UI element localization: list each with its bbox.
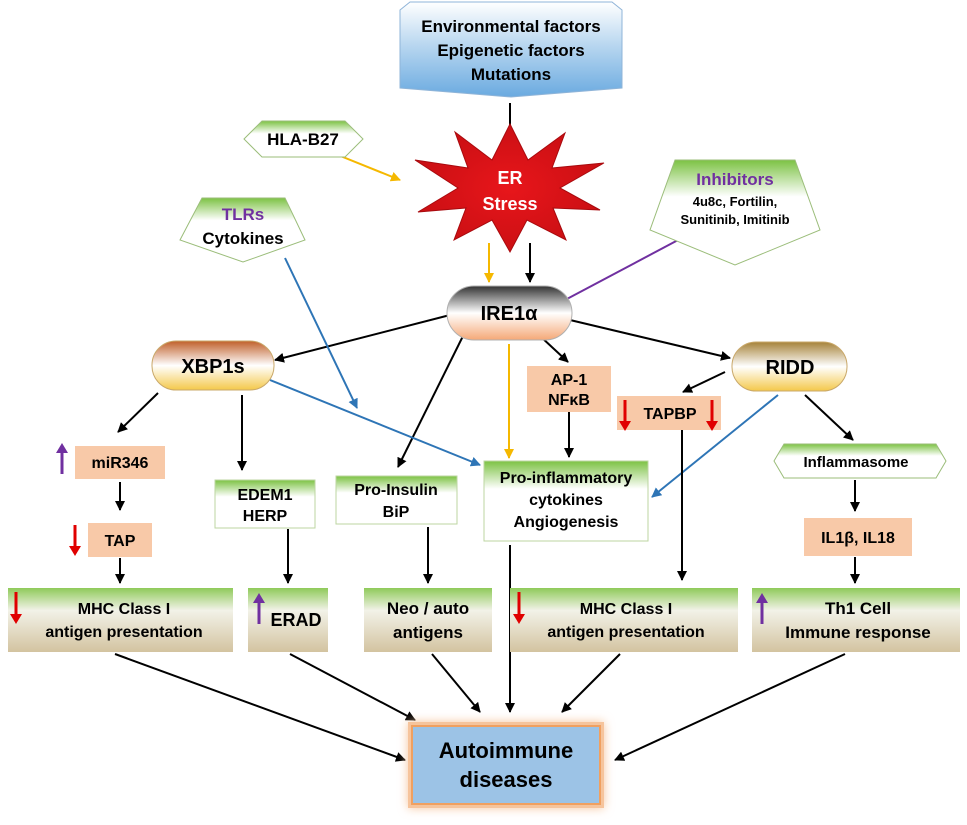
il1b-il18-node: IL1β, IL18 bbox=[804, 518, 912, 556]
hla-b27-node: HLA-B27 bbox=[243, 120, 364, 158]
neo-auto-antigens-node: Neo / auto antigens bbox=[364, 588, 492, 652]
edge-ridd-inflammasome bbox=[804, 394, 854, 441]
edge-ridd-tapbp bbox=[682, 371, 726, 393]
mir346-up-arrow-icon bbox=[56, 443, 68, 474]
neo-line-2: antigens bbox=[393, 623, 463, 642]
edge-xbp1s-proinflam bbox=[269, 379, 481, 467]
mhc-left-line-1: MHC Class I bbox=[78, 601, 170, 618]
proinsulin-bip-node: Pro-Insulin BiP bbox=[335, 475, 458, 525]
edge-neo-autoimmune bbox=[431, 653, 481, 713]
ap1-nfkb-node: AP-1 NFκB bbox=[527, 366, 611, 412]
th1-up-arrow-icon bbox=[756, 593, 768, 624]
edge-ire-xbp1s bbox=[274, 314, 451, 363]
mhc-mid-line-1: MHC Class I bbox=[580, 601, 672, 618]
ap1-line-2: NFκB bbox=[548, 392, 590, 409]
tapbp-label: TAPBP bbox=[643, 406, 696, 423]
inhibitors-title: Inhibitors bbox=[696, 170, 773, 189]
erad-label: ERAD bbox=[270, 610, 321, 630]
neo-line-1: Neo / auto bbox=[387, 599, 469, 618]
hla-b27-label: HLA-B27 bbox=[267, 130, 339, 149]
mhc-class-i-mid-node: MHC Class I antigen presentation bbox=[510, 588, 738, 652]
edem-line-2: HERP bbox=[243, 508, 288, 525]
source-line-2: Epigenetic factors bbox=[437, 41, 584, 60]
edge-ridd-proinflam bbox=[651, 394, 779, 498]
tlrs-cytokines: Cytokines bbox=[202, 229, 283, 248]
proinflammatory-node: Pro-inflammatory cytokines Angiogenesis bbox=[483, 460, 649, 542]
th1-cell-node: Th1 Cell Immune response bbox=[752, 588, 960, 652]
il-label: IL1β, IL18 bbox=[821, 530, 895, 547]
edge-xbp1s-mir346 bbox=[117, 392, 159, 433]
edge-erad-autoimmune bbox=[289, 653, 416, 721]
mir346-label: miR346 bbox=[92, 455, 149, 472]
tapbp-right-down-arrow-icon bbox=[706, 400, 718, 431]
proinsulin-line-2: BiP bbox=[383, 504, 410, 521]
edem-line-1: EDEM1 bbox=[237, 487, 292, 504]
er-stress-node: ER Stress bbox=[414, 122, 605, 254]
mir346-node: miR346 bbox=[56, 443, 165, 479]
inflammasome-label: Inflammasome bbox=[803, 454, 908, 471]
xbp1s-label: XBP1s bbox=[181, 356, 244, 378]
source-line-1: Environmental factors bbox=[421, 17, 601, 36]
ridd-label: RIDD bbox=[766, 357, 815, 379]
tlrs-node: TLRs Cytokines bbox=[179, 197, 306, 263]
edge-mhcleft-autoimmune bbox=[114, 653, 406, 762]
xbp1s-node: XBP1s bbox=[151, 340, 275, 391]
edge-th1-autoimmune bbox=[614, 653, 846, 761]
edges bbox=[114, 103, 860, 762]
mhc-class-i-left-node: MHC Class I antigen presentation bbox=[8, 588, 233, 652]
source-node: Environmental factors Epigenetic factors… bbox=[399, 1, 623, 98]
edem1-herp-node: EDEM1 HERP bbox=[214, 479, 316, 529]
proinflam-line-3: Angiogenesis bbox=[514, 514, 619, 531]
tap-down-arrow-icon bbox=[69, 525, 81, 556]
mhc-mid-line-2: antigen presentation bbox=[547, 624, 704, 641]
ire1a-node: IRE1α bbox=[446, 285, 573, 341]
er-stress-line-2: Stress bbox=[482, 194, 537, 214]
edge-mhcmid-autoimmune bbox=[561, 653, 621, 713]
source-line-3: Mutations bbox=[471, 65, 551, 84]
edge-tlrs-proinflam bbox=[284, 257, 358, 409]
proinflam-line-2: cytokines bbox=[529, 492, 603, 509]
ridd-node: RIDD bbox=[731, 341, 848, 392]
tap-node: TAP bbox=[69, 523, 152, 557]
er-stress-line-1: ER bbox=[497, 168, 522, 188]
inhibitors-line-2: Sunitinib, Imitinib bbox=[680, 212, 789, 227]
autoimmune-line-1: Autoimmune bbox=[439, 738, 573, 763]
tapbp-node: TAPBP bbox=[617, 396, 721, 431]
inhibitors-node: Inhibitors 4u8c, Fortilin, Sunitinib, Im… bbox=[649, 159, 821, 266]
erad-up-arrow-icon bbox=[253, 593, 265, 624]
tap-label: TAP bbox=[105, 533, 136, 550]
mhc-mid-down-arrow-icon bbox=[513, 592, 525, 624]
ire1a-label: IRE1α bbox=[481, 303, 538, 325]
ap1-line-1: AP-1 bbox=[551, 372, 588, 389]
edge-ire-proinsulin bbox=[397, 335, 464, 468]
tlrs-title: TLRs bbox=[222, 205, 265, 224]
inflammasome-node: Inflammasome bbox=[773, 443, 947, 479]
mhc-left-down-arrow-icon bbox=[10, 592, 22, 624]
th1-line-1: Th1 Cell bbox=[825, 599, 891, 618]
proinflam-line-1: Pro-inflammatory bbox=[500, 470, 633, 487]
tapbp-left-down-arrow-icon bbox=[619, 400, 631, 431]
autoimmune-diseases-node: Autoimmune diseases bbox=[408, 722, 604, 808]
th1-line-2: Immune response bbox=[785, 623, 931, 642]
inhibitors-line-1: 4u8c, Fortilin, bbox=[693, 194, 778, 209]
autoimmune-line-2: diseases bbox=[460, 767, 553, 792]
mhc-left-line-2: antigen presentation bbox=[45, 624, 202, 641]
edge-ire-ridd bbox=[569, 319, 731, 361]
erad-node: ERAD bbox=[248, 588, 328, 652]
proinsulin-line-1: Pro-Insulin bbox=[354, 482, 438, 499]
